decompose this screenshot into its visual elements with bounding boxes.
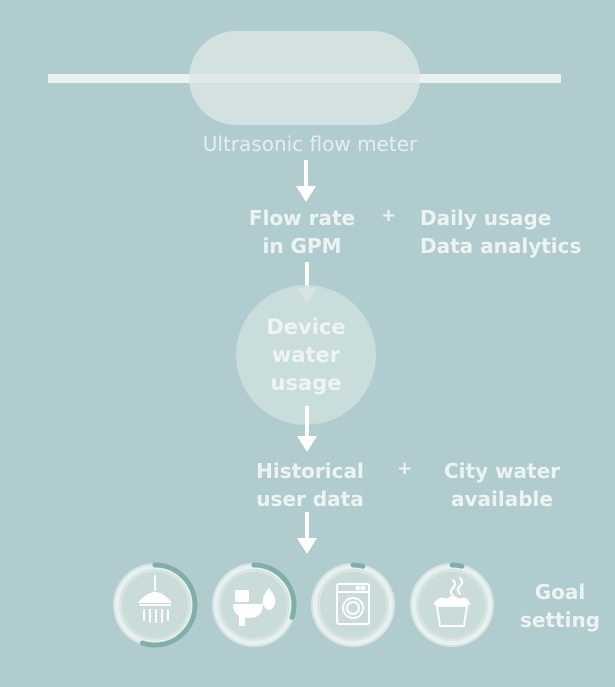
arrow-down-3 bbox=[297, 406, 317, 452]
washing-machine-icon bbox=[308, 560, 398, 650]
device-water-usage-label: Device water usage bbox=[266, 315, 346, 395]
arrow-down-1 bbox=[296, 160, 316, 202]
plus-sign-1: + bbox=[381, 205, 397, 226]
flow-meter-label: Ultrasonic flow meter bbox=[202, 132, 418, 156]
flow-meter bbox=[189, 31, 420, 125]
device-water-usage-circle: Device water usage bbox=[236, 285, 376, 425]
cooking-pot-icon bbox=[407, 560, 497, 650]
shower-icon bbox=[110, 560, 200, 650]
arrow-down-4 bbox=[297, 512, 317, 554]
plus-sign-2: + bbox=[397, 458, 413, 479]
toilet-icon bbox=[209, 560, 299, 650]
